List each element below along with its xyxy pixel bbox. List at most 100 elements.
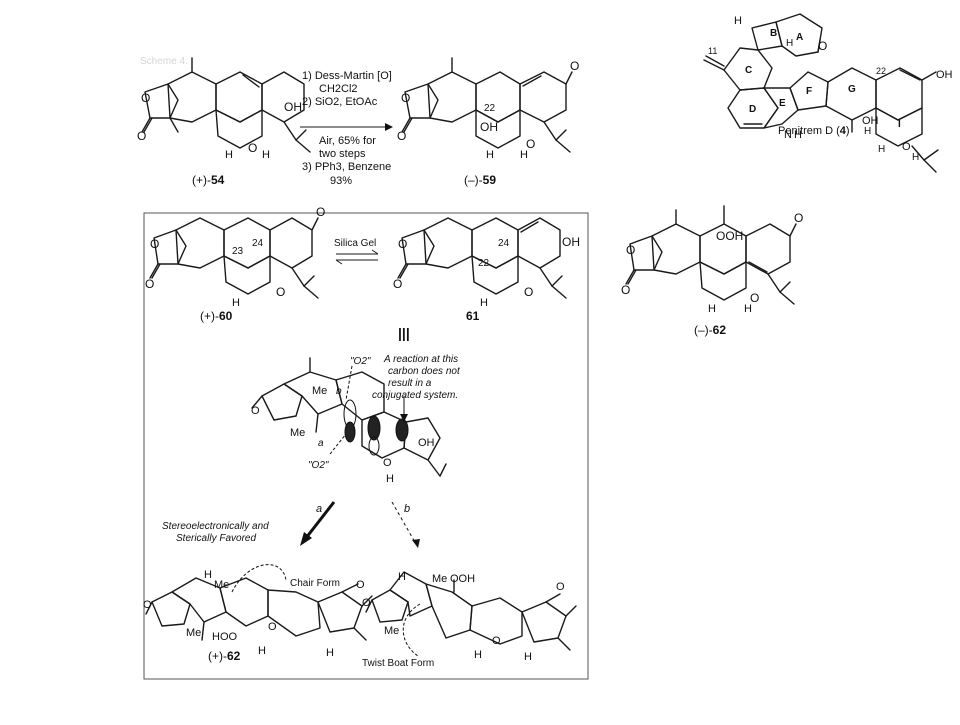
ts-o-ring: O [383,457,392,469]
boat-o2: O [492,635,501,647]
atom-59-o-carbonyl: O [397,129,406,143]
ring-label-b: B [770,28,777,39]
penitrem-c11: 11 [708,46,717,56]
atom-61-o-ring: O [524,285,533,299]
arrow-path-b-head [412,539,420,548]
o2-bottom: "O2" [308,460,329,471]
equivalence-symbol: ||| [398,325,410,341]
atom-60-o-carbonyl: O [145,277,154,291]
compound-minus-62-label: (–)-62 [694,323,726,337]
compound-59 [401,57,573,153]
note-line-1: A reaction at this [383,354,458,365]
atom-60-h: H [232,297,240,309]
compound-54-label: (+)-54 [192,173,225,187]
chair-o1: O [143,599,152,611]
boat-ooh: OOH [450,573,475,585]
chair-hoo: HOO [212,631,238,643]
note-line-4: conjugated system. [372,390,458,401]
ring-label-e: E [779,98,786,109]
atom-60-o-ketone: O [316,205,325,219]
penitrem-h-mid: H [864,126,871,137]
ts-o-lactone: O [251,405,260,417]
atom-minus62-o-ring: O [750,291,759,305]
atom-59-o-ring: O [526,137,535,151]
atom-59-h1: H [486,149,494,161]
penitrem-oh-right: OH [936,69,953,81]
atom-61-c24: 24 [498,238,510,249]
boat-o3: O [556,581,565,593]
penitrem-h-b1: H [878,144,885,155]
penitrem-o-ring: O [902,141,911,153]
compound-minus-62 [625,205,797,305]
arrow-path-b-label: b [404,503,410,515]
boat-me: Me [432,573,447,585]
atom-54-o-lactone: O [141,91,150,105]
condition-line-6: 3) PPh3, Benzene [302,161,391,173]
twist-boat-product-structure [365,571,577,657]
atom-60-o-ring: O [276,285,285,299]
penitrem-d-structure [703,13,939,173]
note-line-2: carbon does not [388,366,461,377]
ts-h: H [386,473,394,485]
penitrem-h-b2: H [912,152,919,163]
compound-61-label: 61 [466,309,480,323]
scheme-header: Scheme 4. [140,56,188,67]
atom-54-h2: H [262,149,270,161]
ring-label-f: F [806,86,812,97]
atom-minus62-o-lactone: O [626,243,635,257]
ts-me-bottom: Me [290,427,305,439]
arrow-path-a-label: a [316,503,322,515]
penitrem-h-top: H [734,15,742,27]
equilibrium-reagent: Silica Gel [334,238,376,249]
atom-59-h2: H [520,149,528,161]
atom-61-o-carbonyl: O [393,277,402,291]
atom-59-oh: OH [480,120,498,134]
penitrem-nh-h: H [794,129,802,141]
atom-61-oh: OH [562,235,580,249]
path-b-label: b [336,386,342,397]
arrow-path-b [391,501,417,545]
condition-line-3: 2) SiO2, EtOAc [302,96,378,108]
atom-61-o-lactone: O [398,237,407,251]
penitrem-name: Penitrem D (4) [778,125,850,137]
condition-line-1: 1) Dess-Martin [O] [302,70,392,82]
ts-me-top: Me [312,385,327,397]
equilibrium-forward-head [371,249,379,255]
chair-o2: O [268,621,277,633]
atom-60-c24: 24 [252,238,264,249]
atom-minus62-o-carbonyl: O [621,283,630,297]
penitrem-nh: N [784,129,792,141]
boat-h: H [474,649,482,661]
atom-54-oh: OH [284,100,302,114]
mechanism-box [143,212,589,680]
compound-59-label: (–)-59 [464,173,496,187]
chair-form-label: Chair Form [290,578,340,589]
o2-top: "O2" [350,356,371,367]
ts-oh: OH [418,437,435,449]
atom-60-c23: 23 [232,246,244,257]
condition-line-4: Air, 65% for [319,135,376,147]
atom-54-h1: H [225,149,233,161]
penitrem-c22: 22 [876,66,886,76]
twist-boat-form-label: Twist Boat Form [362,658,434,669]
boat-o1: O [362,597,371,609]
chair-me: Me [214,579,229,591]
atom-61-c22: 22 [478,258,490,269]
penitrem-oh-mid: OH [862,115,879,127]
ring-label-g: G [848,84,856,95]
penitrem-o-a: O [818,39,827,53]
ring-label-a: A [796,32,803,43]
condition-line-5: two steps [319,148,366,160]
reaction-conditions: 1) Dess-Martin [O] CH2Cl2 2) SiO2, EtOAc… [302,70,392,187]
favored-line-2: Sterically Favored [176,533,256,544]
condition-line-2: CH2Cl2 [319,83,358,95]
path-a-label: a [318,438,324,449]
favored-line-1: Stereoelectronically and [162,521,269,532]
atom-minus62-o-ketone: O [794,211,803,225]
chair-h2: H [326,647,334,659]
chair-h-top: H [204,569,212,581]
compound-61 [397,217,567,299]
atom-59-o-lactone: O [401,91,410,105]
arrow-path-a-head [300,532,312,546]
